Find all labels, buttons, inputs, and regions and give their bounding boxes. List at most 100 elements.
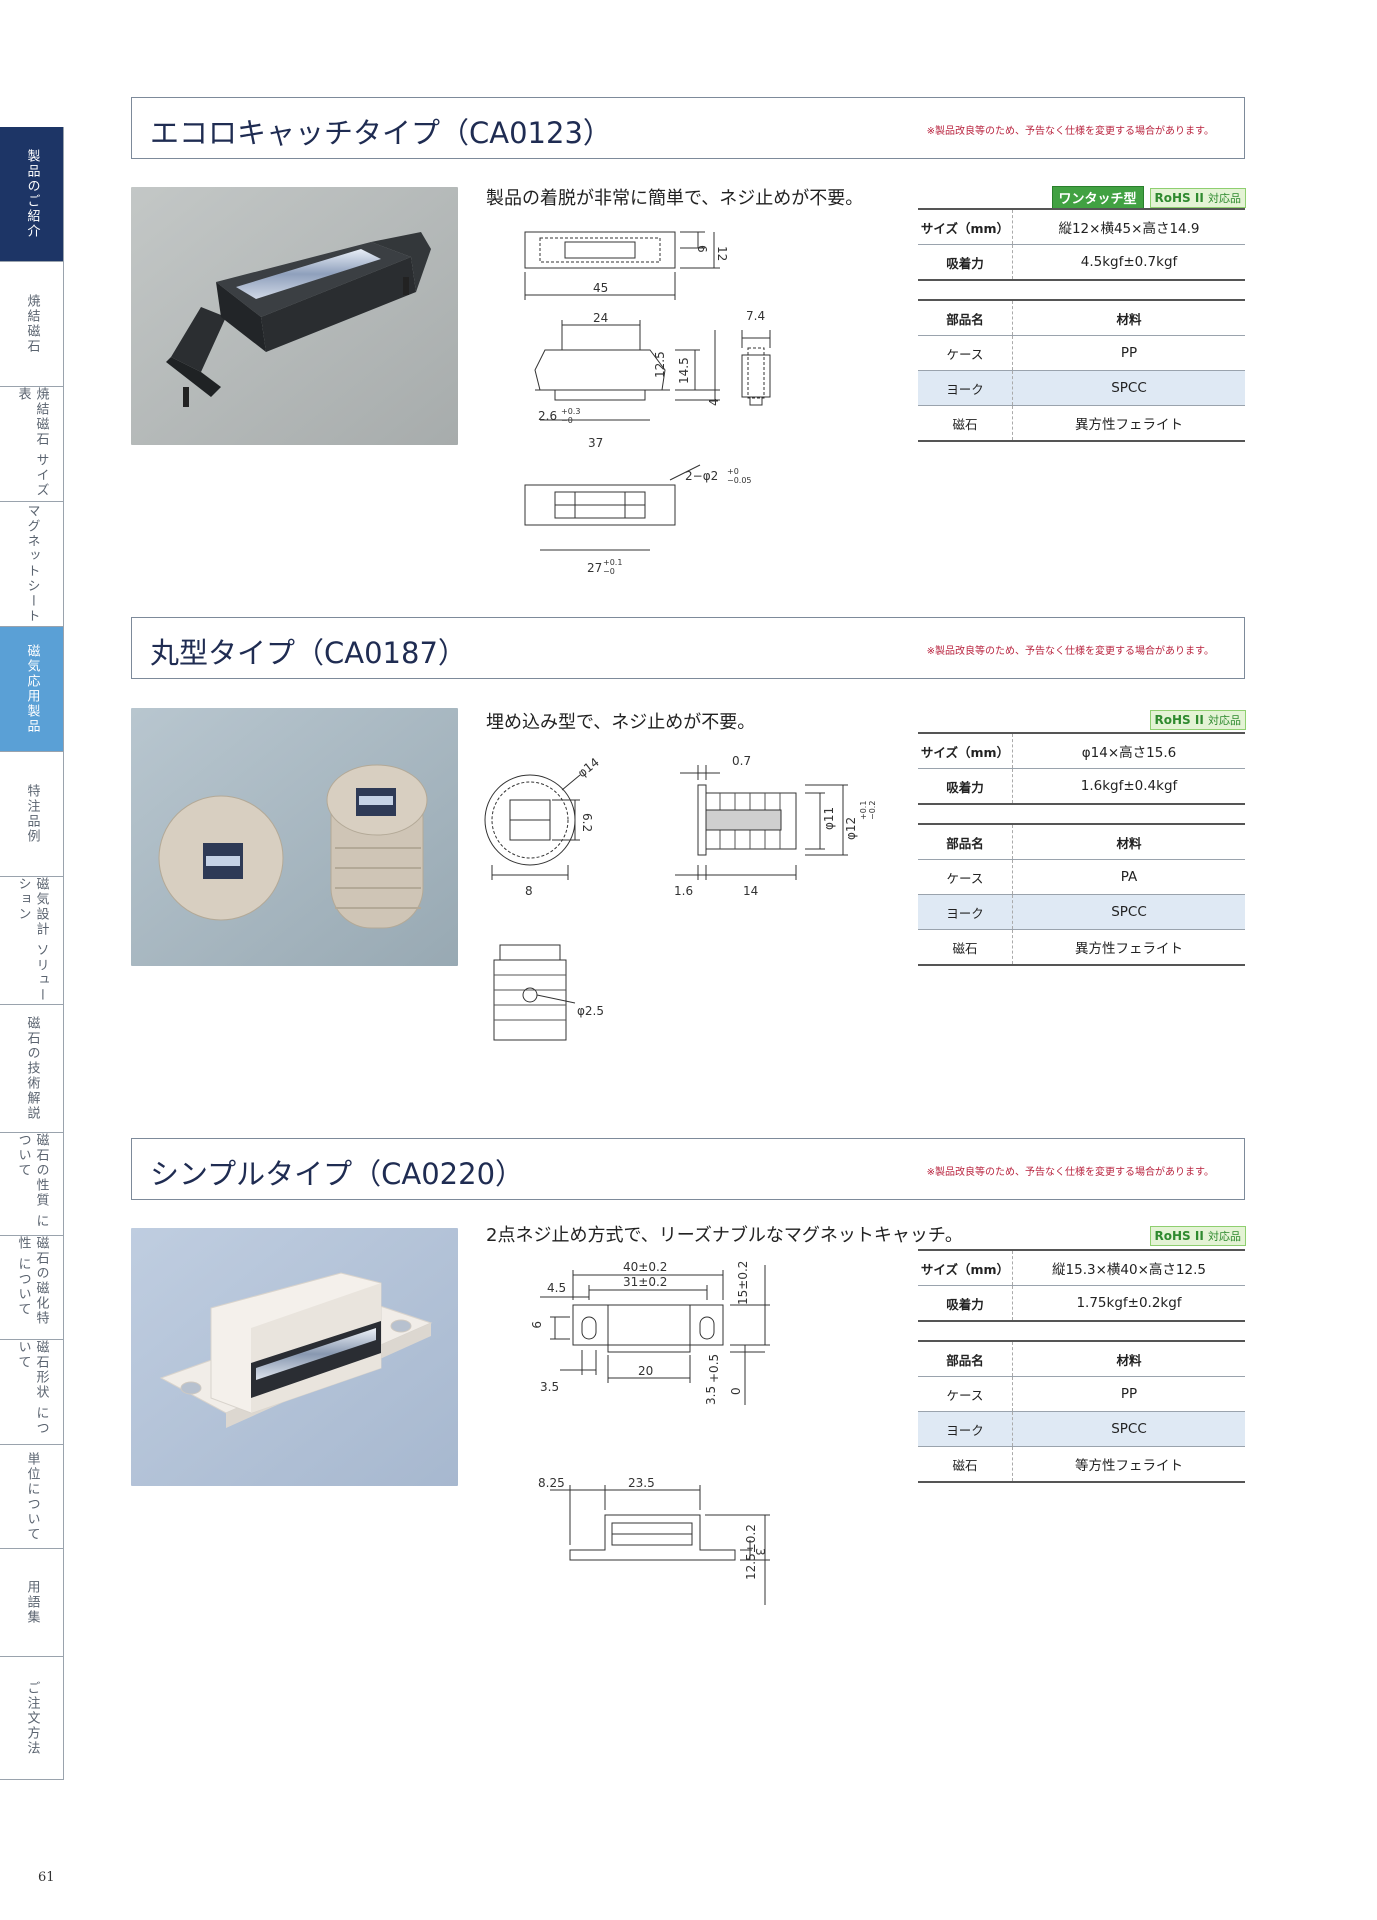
nav-label: 製品のご紹介 xyxy=(24,149,40,239)
product-photo-simple-type xyxy=(131,1228,458,1486)
dim-label: 1.6 xyxy=(674,884,693,898)
nav-tab-ordering[interactable]: ご注文方法 xyxy=(0,1657,64,1780)
spec-key: サイズ（mm） xyxy=(918,208,1013,245)
dim-label: 9 xyxy=(529,1321,543,1329)
nav-tab-magnetization[interactable]: 磁石の磁化特性 について xyxy=(0,1236,64,1340)
product-description: 2点ネジ止め方式で、リーズナブルなマグネットキャッチ。 xyxy=(486,1225,963,1246)
spec-key: サイズ（mm） xyxy=(918,732,1013,769)
section-title: エコロキャッチタイプ（CA0123） xyxy=(150,116,612,150)
section-title-box: シンプルタイプ（CA0220） ※製品改良等のため、予告なく仕様を変更する場合が… xyxy=(131,1138,1245,1200)
dim-label: 12.5 xyxy=(653,351,667,378)
nav-tab-glossary[interactable]: 用語集 xyxy=(0,1549,64,1657)
nav-label: 磁石形状 について xyxy=(15,1340,49,1437)
spec-change-notice: ※製品改良等のため、予告なく仕様を変更する場合があります。 xyxy=(926,1167,1214,1178)
section-title: 丸型タイプ（CA0187） xyxy=(150,636,467,670)
materials-header-part: 部品名 xyxy=(918,299,1013,336)
dim-tolerance: −0.2 xyxy=(868,801,877,820)
material-value: 異方性フェライト xyxy=(1012,405,1245,442)
spec-value: 1.75kgf±0.2kgf xyxy=(1012,1285,1245,1322)
nav-label: 用語集 xyxy=(24,1580,40,1625)
badge-group: RoHS II 対応品 xyxy=(1149,1226,1246,1246)
materials-header-row: 部品名材料 xyxy=(918,823,1245,860)
nav-tab-products[interactable]: 製品のご紹介 xyxy=(0,127,64,262)
nav-label: 磁気設計 ソリューション xyxy=(15,877,49,1004)
spec-value: 4.5kgf±0.7kgf xyxy=(1012,244,1245,281)
nav-label: 特注品例 xyxy=(24,784,40,844)
dim-label: 20 xyxy=(638,1364,653,1378)
dim-label: φ2.5 xyxy=(577,1004,604,1018)
nav-tab-custom-examples[interactable]: 特注品例 xyxy=(0,752,64,877)
nav-tab-magnetic-design[interactable]: 磁気設計 ソリューション xyxy=(0,877,64,1005)
nav-label: 磁気応用製品 xyxy=(24,644,40,734)
rohs-sub: 対応品 xyxy=(1208,191,1241,205)
dim-label: 3 xyxy=(753,1548,767,1556)
page-number: 61 xyxy=(38,1870,55,1885)
nav-label: 磁石の技術解説 xyxy=(24,1016,40,1121)
dim-label: 23.5 xyxy=(628,1476,655,1490)
dim-label: φ11 xyxy=(822,807,836,830)
dim-label: 7.4 xyxy=(746,309,765,323)
material-part: ヨーク xyxy=(918,894,1013,930)
spec-key: サイズ（mm） xyxy=(918,1249,1013,1286)
material-value: 等方性フェライト xyxy=(1012,1446,1245,1483)
dim-label: 24 xyxy=(593,311,608,325)
dim-label: 45 xyxy=(593,281,608,295)
dim-label: 14.5 xyxy=(677,357,691,384)
spec-value: 1.6kgf±0.4kgf xyxy=(1012,768,1245,805)
dim-label: +0.5 xyxy=(707,1354,721,1383)
nav-tab-magnet-sheet[interactable]: マグネットシート xyxy=(0,502,64,627)
dim-label: 3.5 xyxy=(704,1386,718,1405)
nav-label: 磁石の性質 について xyxy=(15,1133,49,1230)
nav-label: 焼結磁石 サイズ表 xyxy=(15,387,49,499)
rohs-label: RoHS II xyxy=(1154,1229,1204,1243)
materials-row: 磁石異方性フェライト xyxy=(918,929,1245,966)
nav-tab-properties[interactable]: 磁石の性質 について xyxy=(0,1133,64,1236)
nav-tab-sintered-size-table[interactable]: 焼結磁石 サイズ表 xyxy=(0,387,64,502)
nav-tab-technical[interactable]: 磁石の技術解説 xyxy=(0,1005,64,1133)
nav-tab-units[interactable]: 単位について xyxy=(0,1445,64,1549)
dim-label: 3.5 xyxy=(540,1380,559,1394)
spec-row: サイズ（mm）縦15.3×横40×高さ12.5 xyxy=(918,1249,1245,1286)
material-part: ヨーク xyxy=(918,1411,1013,1447)
nav-tab-sintered-magnet[interactable]: 焼結磁石 xyxy=(0,262,64,387)
nav-tab-shapes[interactable]: 磁石形状 について xyxy=(0,1340,64,1445)
materials-header-part: 部品名 xyxy=(918,1340,1013,1377)
dim-tolerance: +0.1 xyxy=(859,801,868,820)
dim-label: 27 xyxy=(587,561,602,575)
technical-drawing-ca0123: 6 12 45 24 7.4 12.5 14.5 4 2.6 +0.3 −0 3… xyxy=(524,231,771,576)
dim-label: 8.25 xyxy=(538,1476,565,1490)
nav-label: 単位について xyxy=(24,1451,40,1542)
spec-key: 吸着力 xyxy=(918,1285,1013,1322)
rohs-label: RoHS II xyxy=(1154,713,1204,727)
product-photo-eco-catch xyxy=(131,187,458,445)
dim-tolerance: +0.1 xyxy=(603,558,622,567)
material-part: ケース xyxy=(918,1376,1013,1412)
onetouch-badge: ワンタッチ型 xyxy=(1051,186,1144,209)
badge-group: RoHS II 対応品 xyxy=(1149,710,1246,730)
spec-row: サイズ（mm）縦12×横45×高さ14.9 xyxy=(918,208,1245,245)
material-value: SPCC xyxy=(1012,1411,1245,1447)
material-part: ケース xyxy=(918,335,1013,371)
material-value: PA xyxy=(1012,859,1245,895)
dim-tolerance: +0.3 xyxy=(561,407,580,416)
product-description: 製品の着脱が非常に簡単で、ネジ止めが不要。 xyxy=(486,188,864,209)
technical-drawing-ca0220: 40±0.2 31±0.2 4.5 15±0.2 9 3.5 20 +0.5 3… xyxy=(529,1260,770,1605)
rohs-sub: 対応品 xyxy=(1208,714,1241,727)
material-part: ヨーク xyxy=(918,370,1013,406)
dim-label: 2−φ2 xyxy=(685,469,718,483)
spec-value: 縦15.3×横40×高さ12.5 xyxy=(1012,1249,1245,1286)
nav-tab-magnetic-applications[interactable]: 磁気応用製品 xyxy=(0,627,64,752)
dim-label: 12 xyxy=(715,246,729,261)
dim-label: 6 xyxy=(695,245,709,253)
product-description: 埋め込み型で、ネジ止めが不要。 xyxy=(486,712,756,733)
